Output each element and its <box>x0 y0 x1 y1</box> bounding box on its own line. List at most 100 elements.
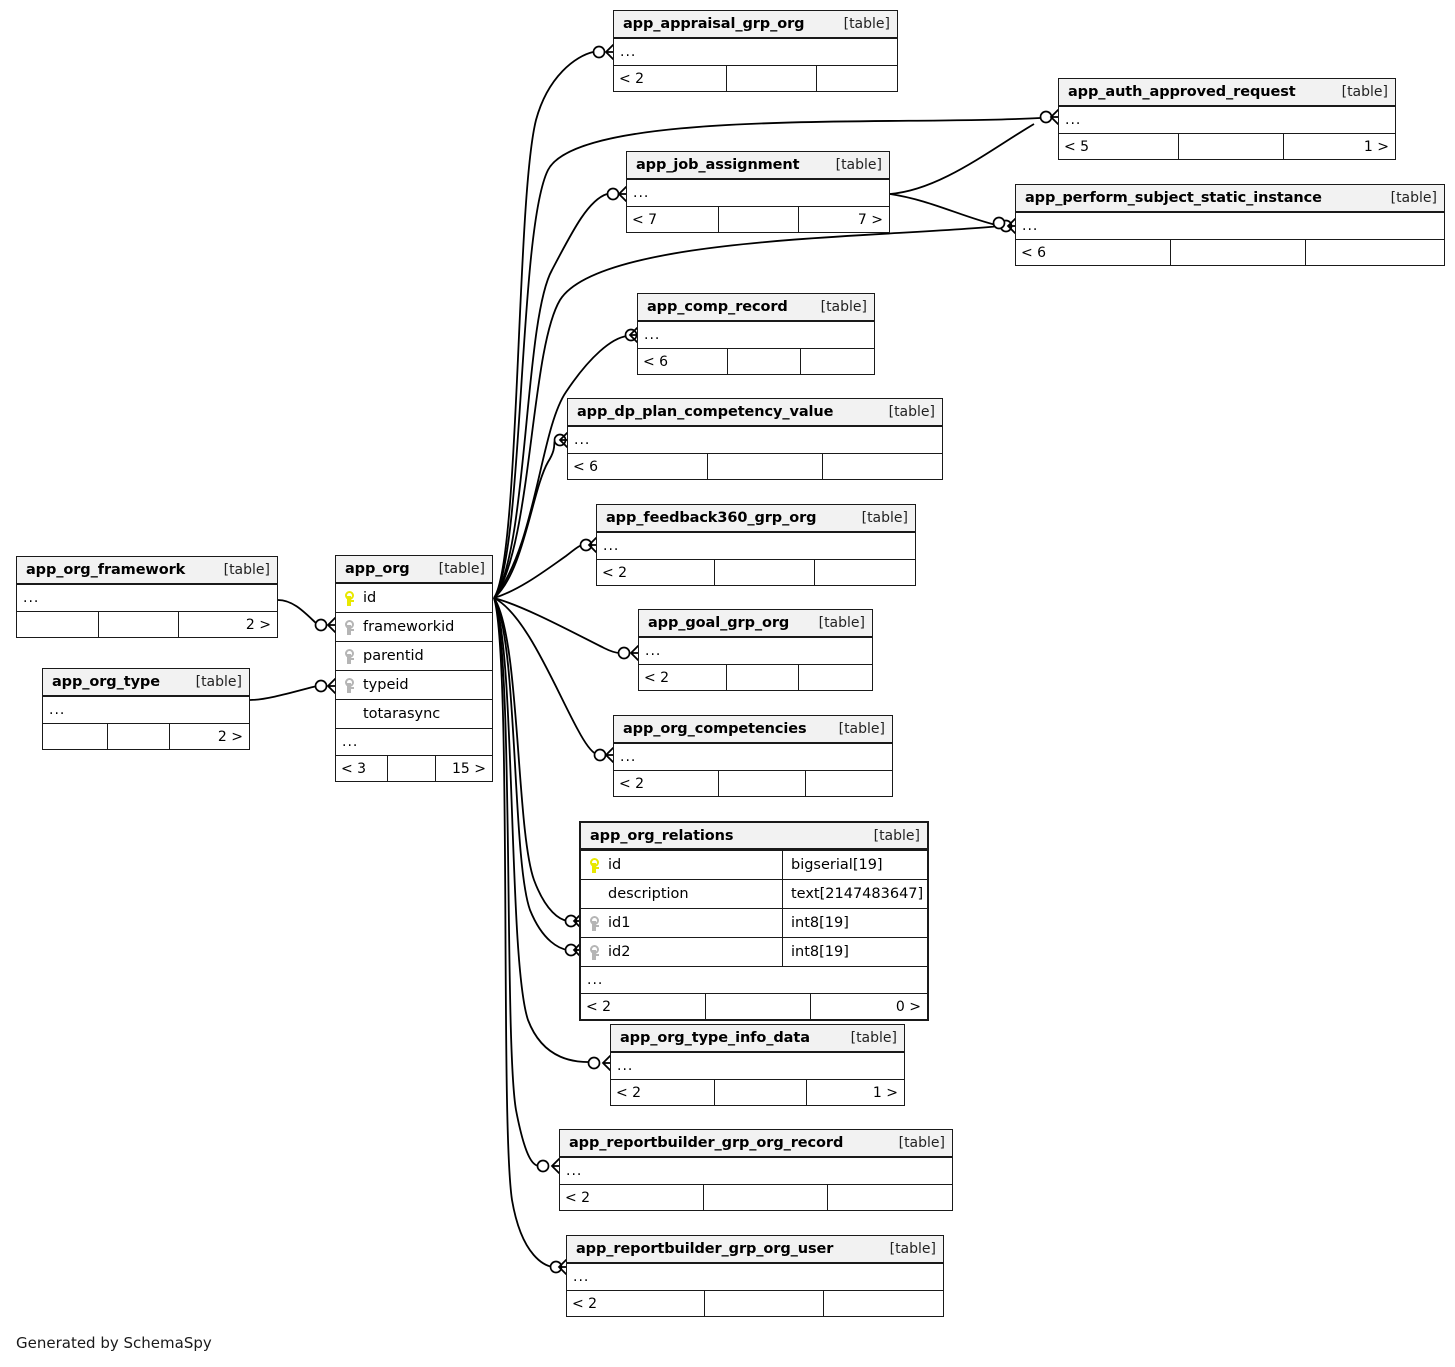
table-app_comp_record[interactable]: app_comp_record[table]...< 6 <box>637 293 875 375</box>
more-columns-ellipsis: ... <box>614 39 897 66</box>
table-name: app_goal_grp_org <box>648 615 790 631</box>
column-label: id <box>608 857 622 873</box>
table-header-app_auth_approved_request: app_auth_approved_request[table] <box>1059 79 1395 107</box>
column-type: text[2147483647] <box>782 880 927 908</box>
parent-relation-count: < 2 <box>614 66 727 91</box>
edge-org-to-org-relations-id1 <box>493 597 569 922</box>
table-header-app_org: app_org[table] <box>336 556 492 584</box>
footer-spacer <box>99 612 179 637</box>
table-footer-app_goal_grp_org: < 2 <box>639 665 872 690</box>
footer-spacer <box>706 994 811 1019</box>
table-name: app_org_framework <box>26 562 186 578</box>
edge-org-to-org-type-info <box>493 597 591 1063</box>
table-name: app_job_assignment <box>636 157 800 173</box>
parent-relation-count: < 3 <box>336 756 388 781</box>
crowfoot-circle <box>624 328 638 342</box>
crowfoot-circle <box>553 433 567 447</box>
more-columns-ellipsis: ... <box>611 1053 904 1080</box>
child-relation-count: 15 > <box>452 760 486 777</box>
more-columns-ellipsis: ... <box>597 533 915 560</box>
footer-spacer <box>708 454 823 479</box>
column-row-totarasync: totarasync <box>336 700 492 729</box>
column-label: typeid <box>363 677 409 693</box>
table-footer-app_perform_subject_static_instance: < 6 <box>1016 240 1444 265</box>
table-app_appraisal_grp_org[interactable]: app_appraisal_grp_org[table]...< 2 <box>613 10 898 92</box>
table-app_feedback360_grp_org[interactable]: app_feedback360_grp_org[table]...< 2 <box>596 504 916 586</box>
column-label: description <box>608 886 689 902</box>
table-app_reportbuilder_grp_org_user[interactable]: app_reportbuilder_grp_org_user[table]...… <box>566 1235 944 1317</box>
crowfoot-arrow <box>558 432 568 448</box>
column-name-cell: totarasync <box>336 706 492 722</box>
crowfoot-arrow <box>1006 218 1016 234</box>
edge-job-to-perform-subject <box>889 193 997 226</box>
table-header-app_org_relations: app_org_relations[table] <box>581 823 927 851</box>
crowfoot-circle <box>564 914 578 928</box>
table-footer-app_org_type: 2 > <box>43 724 249 749</box>
footer-spacer <box>1171 240 1306 265</box>
table-app_org_competencies[interactable]: app_org_competencies[table]...< 2 <box>613 715 893 797</box>
crowfoot-circle <box>536 1159 550 1173</box>
table-name: app_org <box>345 561 410 577</box>
table-app_org_framework[interactable]: app_org_framework[table]... 2 > <box>16 556 278 638</box>
table-name: app_org_type_info_data <box>620 1030 810 1046</box>
parent-relation-count: < 2 <box>567 1291 705 1316</box>
child-relation-count <box>806 771 892 796</box>
table-app_org_type[interactable]: app_org_type[table]...2 > <box>42 668 250 750</box>
column-row-description: description text[2147483647] <box>581 880 927 909</box>
table-type-tag: [table] <box>835 157 882 173</box>
column-row-id: id <box>336 584 492 613</box>
crowfoot-circle <box>592 45 606 59</box>
table-app_reportbuilder_grp_org_record[interactable]: app_reportbuilder_grp_org_record[table].… <box>559 1129 953 1211</box>
crowfoot-circle <box>579 538 593 552</box>
more-columns-ellipsis: ... <box>638 322 874 349</box>
table-app_perform_subject_static_instance[interactable]: app_perform_subject_static_instance[tabl… <box>1015 184 1445 266</box>
crowfoot-arrow <box>628 327 638 343</box>
crowfoot-circle <box>999 219 1013 233</box>
more-columns-ellipsis: ... <box>639 638 872 665</box>
edge-org-to-goal-grp <box>493 597 621 654</box>
child-relation-count: 7 > <box>857 211 883 228</box>
footer-spacer <box>727 665 799 690</box>
generator-credit: Generated by SchemaSpy <box>16 1334 212 1352</box>
table-header-app_org_type_info_data: app_org_type_info_data [table] <box>611 1025 904 1053</box>
more-columns-ellipsis: ... <box>17 585 277 612</box>
parent-relation-count <box>43 724 108 749</box>
parent-relation-count <box>17 612 99 637</box>
child-relation-count: 2 > <box>245 616 271 633</box>
column-row-typeid: typeid <box>336 671 492 700</box>
child-relation-count: 1 > <box>1363 138 1389 155</box>
column-row-frameworkid: frameworkid <box>336 613 492 642</box>
child-relation-count <box>824 1291 943 1316</box>
column-name-cell: id <box>336 590 492 606</box>
table-header-app_org_framework: app_org_framework[table] <box>17 557 277 585</box>
table-type-tag: [table] <box>850 1030 897 1046</box>
column-label: frameworkid <box>363 619 455 635</box>
table-app_goal_grp_org[interactable]: app_goal_grp_org[table]...< 2 <box>638 609 873 691</box>
crowfoot-circle <box>314 618 328 632</box>
table-name: app_perform_subject_static_instance <box>1025 190 1322 206</box>
more-columns-ellipsis: ... <box>627 180 889 207</box>
crowfoot-circle <box>606 187 620 201</box>
table-app_dp_plan_competency_value[interactable]: app_dp_plan_competency_value[table]...< … <box>567 398 943 480</box>
foreign-key-icon <box>344 648 355 664</box>
edge-org-to-org-competencies <box>493 597 597 755</box>
edge-org-to-feedback360 <box>493 544 583 599</box>
table-header-app_job_assignment: app_job_assignment [table] <box>627 152 889 180</box>
more-columns-ellipsis: ... <box>560 1158 952 1185</box>
table-name: app_org_type <box>52 674 160 690</box>
column-label: id2 <box>608 944 631 960</box>
edge-org-to-org-relations-id2 <box>493 597 569 951</box>
footer-spacer <box>719 771 806 796</box>
parent-relation-count: < 2 <box>614 771 719 796</box>
more-columns-ellipsis: ... <box>568 427 942 454</box>
footer-spacer <box>705 1291 824 1316</box>
